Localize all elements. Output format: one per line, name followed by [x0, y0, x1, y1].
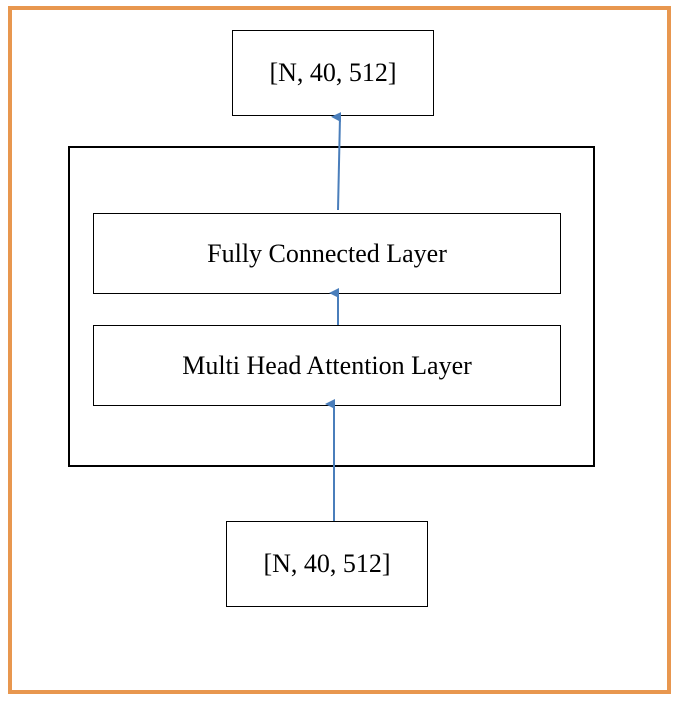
input-shape-box: [N, 40, 512]	[226, 521, 428, 607]
input-shape-label: [N, 40, 512]	[263, 549, 391, 578]
arrow-fc-to-output	[331, 112, 342, 211]
fully-connected-layer-label: Fully Connected Layer	[207, 238, 447, 268]
output-shape-label: [N, 40, 512]	[269, 58, 397, 87]
transformer-block	[68, 146, 595, 467]
multi-head-attention-layer-label: Multi Head Attention Layer	[182, 350, 472, 380]
diagram-frame	[8, 6, 671, 694]
fully-connected-layer-box: Fully Connected Layer	[93, 213, 561, 294]
multi-head-attention-layer-box: Multi Head Attention Layer	[93, 325, 561, 406]
